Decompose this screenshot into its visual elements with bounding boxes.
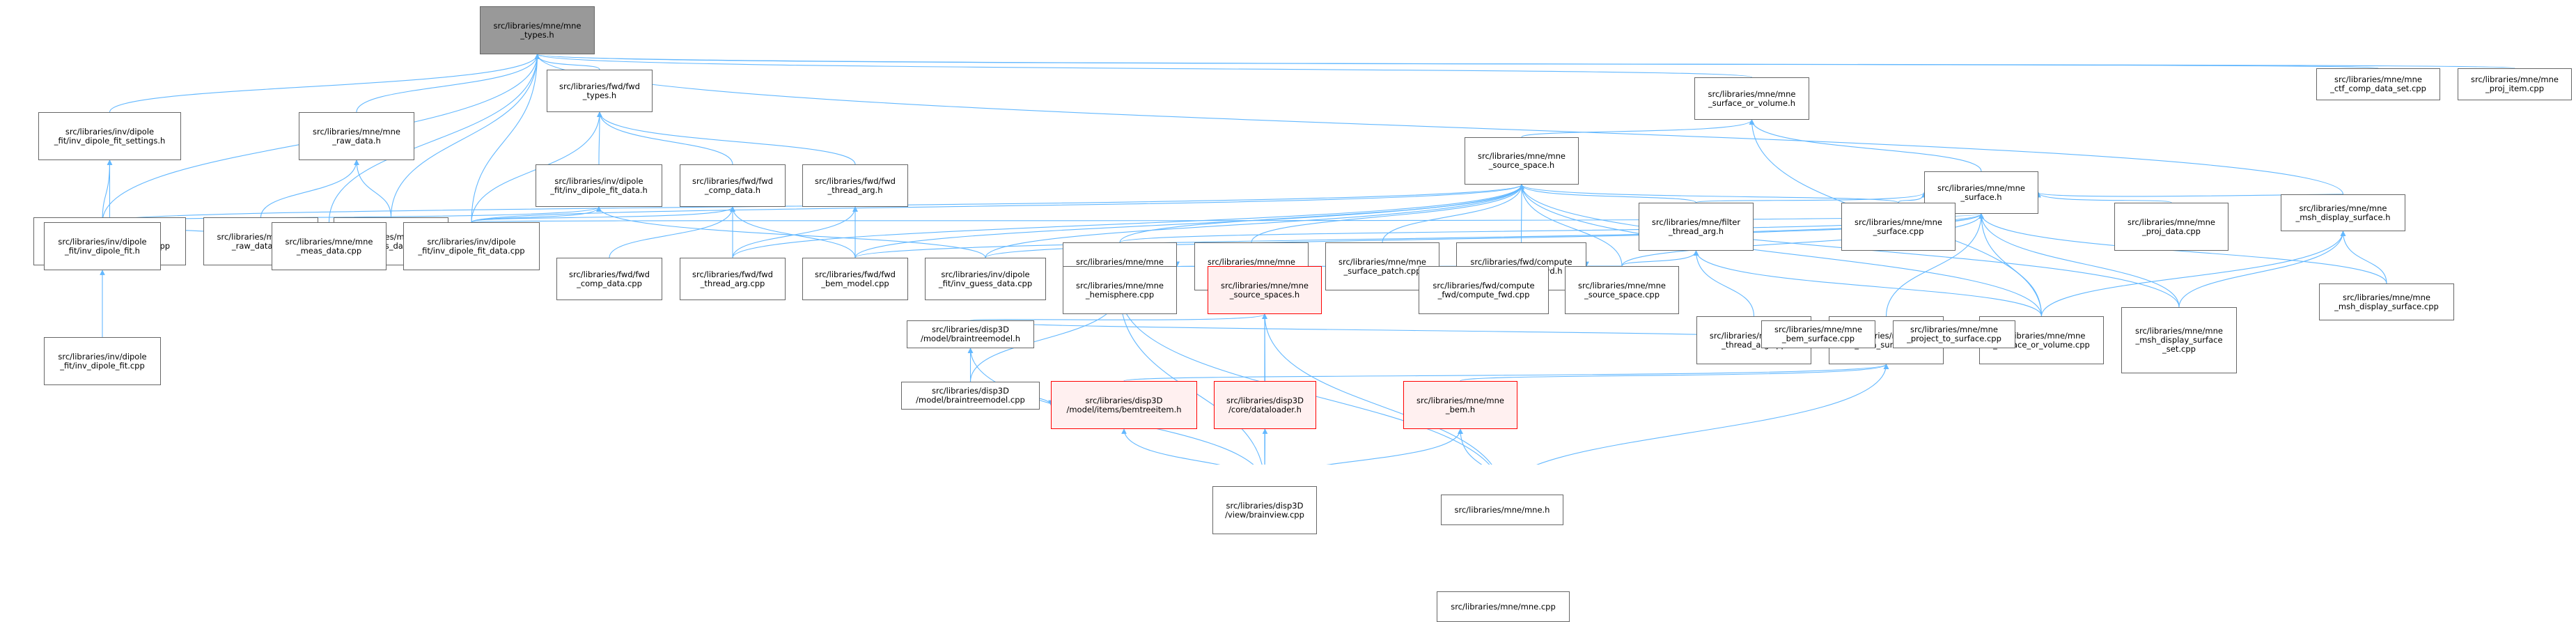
- edge-fwd-thread-arg-cpp-to-mne-source-space-h: [732, 184, 1524, 258]
- edge-brainview-cpp-to-mne-bem-h: [1326, 428, 1463, 465]
- node-fwd-types-h[interactable]: src/libraries/fwd/fwd _types.h: [547, 70, 653, 112]
- node-mne-source-spaces-h[interactable]: src/libraries/mne/mne _source_spaces.h: [1208, 266, 1322, 314]
- edge-mne-meas-data-h-to-mne-raw-data-h: [354, 160, 392, 218]
- edge-mne-surface-cpp-to-mne-surface-h: [1898, 192, 1927, 203]
- edge-mne-meas-data-cpp-to-mne-types-h: [328, 54, 540, 223]
- edge-inv-dipole-fit-h-to-inv-dipole-fit-settings-h: [102, 160, 113, 223]
- edge-bemtreeitem-h-to-mne-bem-surface-h: [1123, 364, 1889, 382]
- edge-mne-surface-or-volume-cpp-to-mne-surface-h: [1978, 213, 2043, 317]
- edge-filter-thread-arg-cpp-to-filter-thread-arg-h: [1693, 250, 1755, 317]
- edge-mne-h-to-mne-bem-surface-h: [1536, 364, 1889, 465]
- edge-mne-bem-surface-h-to-mne-surface-h: [1885, 213, 1984, 317]
- node-mne-cpp[interactable]: src/libraries/mne/mne.cpp: [1437, 591, 1570, 622]
- edge-inv-dipole-fit-data-cpp-to-mne-surface-h: [471, 213, 1983, 223]
- node-fwd-thread-arg-cpp[interactable]: src/libraries/fwd/fwd _thread_arg.cpp: [680, 258, 786, 300]
- node-mne-surface-h[interactable]: src/libraries/mne/mne _surface.h: [1924, 171, 2038, 214]
- edge-mne-raw-data-h-to-mne-types-h: [356, 54, 540, 113]
- node-mne-ctf-comp-data-set-cpp[interactable]: src/libraries/mne/mne _ctf_comp_data_set…: [2316, 68, 2440, 100]
- edge-inv-dipole-fit-data-cpp-to-mne-source-space-h: [471, 184, 1524, 223]
- node-fwd-comp-data-h[interactable]: src/libraries/fwd/fwd _comp_data.h: [680, 164, 786, 207]
- node-mne-hemisphere-cpp[interactable]: src/libraries/mne/mne _hemisphere.cpp: [1063, 266, 1177, 314]
- edge-mne-msh-display-surface-h-to-mne-types-h: [534, 54, 2344, 195]
- node-mne-source-space-cpp[interactable]: src/libraries/mne/mne _source_space.cpp: [1565, 266, 1679, 314]
- edge-fwd-thread-arg-cpp-to-fwd-thread-arg-h: [732, 206, 858, 258]
- edge-mne-source-space-cpp-to-filter-thread-arg-h: [1621, 250, 1699, 267]
- edge-fwd-comp-data-h-to-fwd-types-h: [597, 111, 733, 165]
- node-mne-msh-display-surface-h[interactable]: src/libraries/mne/mne _msh_display_surfa…: [2281, 194, 2405, 231]
- node-inv-dipole-fit-cpp[interactable]: src/libraries/inv/dipole _fit/inv_dipole…: [44, 337, 161, 385]
- edge-inv-guess-data-cpp-to-inv-dipole-fit-data-h: [596, 206, 986, 258]
- edge-mne-surface-cpp-to-mne-source-space-h: [1519, 184, 1899, 203]
- node-mne-source-space-h[interactable]: src/libraries/mne/mne _source_space.h: [1465, 137, 1579, 185]
- edge-fwd-thread-arg-h-to-fwd-types-h: [597, 111, 856, 165]
- edge-mne-source-space-cpp-to-mne-surface-h: [1621, 213, 1984, 267]
- node-inv-dipole-fit-settings-h[interactable]: src/libraries/inv/dipole _fit/inv_dipole…: [38, 112, 181, 160]
- edge-mne-patch-info-cpp-to-mne-source-space-h: [1251, 184, 1524, 243]
- node-fwd-thread-arg-h[interactable]: src/libraries/fwd/fwd _thread_arg.h: [802, 164, 908, 207]
- edge-fwd-comp-data-cpp-to-fwd-comp-data-h: [609, 206, 735, 258]
- node-mne-msh-display-surface-cpp[interactable]: src/libraries/mne/mne _msh_display_surfa…: [2319, 283, 2454, 320]
- edge-filter-thread-arg-h-to-mne-source-space-h: [1519, 184, 1697, 203]
- node-braintreemodel-h[interactable]: src/libraries/disp3D /model/braintreemod…: [907, 320, 1034, 348]
- edge-mne-proj-item-cpp-to-mne-types-h: [535, 54, 2515, 69]
- node-mne-msh-display-surface-set-cpp[interactable]: src/libraries/mne/mne _msh_display_surfa…: [2121, 307, 2237, 373]
- node-dataloader-h[interactable]: src/libraries/disp3D /core/dataloader.h: [1214, 381, 1316, 429]
- edge-mne-proj-data-cpp-to-mne-surface-h: [2036, 192, 2172, 203]
- edge-inv-dipole-fit-data-cpp-to-mne-types-h: [471, 54, 540, 223]
- edge-filter-thread-arg-h-to-mne-surface-h: [1695, 192, 1927, 203]
- edge-inv-dipole-fit-settings-h-to-mne-types-h: [109, 54, 540, 113]
- node-mne-bem-h[interactable]: src/libraries/mne/mne _bem.h: [1403, 381, 1517, 429]
- edge-mne-h-to-mne-hemisphere-h: [1117, 290, 1490, 465]
- edge-mne-surface-or-volume-cpp-to-filter-thread-arg-h: [1693, 250, 2043, 317]
- node-mne-proj-data-cpp[interactable]: src/libraries/mne/mne _proj_data.cpp: [2114, 203, 2228, 251]
- node-mne-surface-cpp[interactable]: src/libraries/mne/mne _surface.cpp: [1841, 203, 1956, 251]
- node-brainview-cpp[interactable]: src/libraries/disp3D /view/brainview.cpp: [1212, 486, 1317, 534]
- edge-mne-msh-display-surface-set-cpp-to-mne-surface-h: [1978, 213, 2180, 308]
- edge-inv-dipole-fit-data-h-to-fwd-types-h: [597, 111, 602, 165]
- node-mne-meas-data-cpp[interactable]: src/libraries/mne/mne _meas_data.cpp: [272, 222, 387, 270]
- edge-brainview-cpp-to-bemtreeitem-h: [1121, 428, 1221, 465]
- edge-braintreemodel-h-to-mne-source-spaces-h: [969, 313, 1267, 321]
- node-braintreemodel-cpp[interactable]: src/libraries/disp3D /model/braintreemod…: [901, 382, 1040, 410]
- edge-mne-msh-display-surface-cpp-to-mne-surface-h: [1978, 213, 2387, 284]
- edge-mne-meas-data-h-to-mne-types-h: [390, 54, 540, 218]
- edge-mne-h-to-mne-source-spaces-h: [1262, 313, 1492, 465]
- edge-mne-source-space-cpp-to-mne-source-space-h: [1519, 184, 1623, 267]
- edge-mne-surface-or-volume-h-to-mne-types-h: [535, 54, 1753, 78]
- node-fwd-comp-data-cpp[interactable]: src/libraries/fwd/fwd _comp_data.cpp: [556, 258, 662, 300]
- node-mne-types-h[interactable]: src/libraries/mne/mne _types.h: [480, 6, 595, 54]
- edge-inv-dipole-fit-data-cpp-to-fwd-comp-data-h: [471, 206, 735, 223]
- edge-mne-surface-or-volume-cpp-to-mne-msh-display-surface-h: [2040, 231, 2346, 317]
- node-mne-h[interactable]: src/libraries/mne/mne.h: [1441, 495, 1563, 525]
- edge-mne-surface-or-volume-cpp-to-mne-source-space-h: [1519, 184, 2043, 317]
- node-mne-project-to-surface-cpp[interactable]: src/libraries/mne/mne _project_to_surfac…: [1893, 320, 2015, 348]
- node-inv-dipole-fit-data-h[interactable]: src/libraries/inv/dipole _fit/inv_dipole…: [536, 164, 662, 207]
- edge-inv-guess-data-cpp-to-mne-source-space-h: [985, 184, 1524, 258]
- node-inv-dipole-fit-h[interactable]: src/libraries/inv/dipole _fit/inv_dipole…: [44, 222, 161, 270]
- edge-mne-bem-h-to-mne-bem-surface-h: [1460, 364, 1889, 382]
- node-inv-guess-data-cpp[interactable]: src/libraries/inv/dipole _fit/inv_guess_…: [925, 258, 1046, 300]
- node-mne-bem-surface-cpp[interactable]: src/libraries/mne/mne _bem_surface.cpp: [1761, 320, 1875, 348]
- node-mne-proj-item-cpp[interactable]: src/libraries/mne/mne _proj_item.cpp: [2458, 68, 2572, 100]
- edge-fwd-types-h-to-mne-types-h: [534, 54, 600, 70]
- node-compute-fwd-cpp[interactable]: src/libraries/fwd/compute _fwd/compute_f…: [1419, 266, 1549, 314]
- node-mne-raw-data-h[interactable]: src/libraries/mne/mne _raw_data.h: [299, 112, 414, 160]
- edge-mne-surface-h-to-mne-surface-or-volume-h: [1749, 119, 1982, 172]
- edge-mne-source-space-h-to-mne-surface-or-volume-h: [1521, 119, 1755, 138]
- include-dependency-graph: src/libraries/mne/mne _types.h src/librar…: [33, 6, 2572, 622]
- edge-mne-raw-data-cpp-to-mne-raw-data-h: [260, 160, 359, 218]
- node-inv-dipole-fit-data-cpp[interactable]: src/libraries/inv/dipole _fit/inv_dipole…: [403, 222, 540, 270]
- edge-mne-msh-display-surface-set-cpp-to-mne-msh-display-surface-h: [2178, 231, 2346, 308]
- node-bemtreeitem-h[interactable]: src/libraries/disp3D /model/items/bemtre…: [1051, 381, 1197, 429]
- edge-mne-hemisphere-h-to-mne-source-space-h: [1119, 184, 1524, 243]
- node-filter-thread-arg-h[interactable]: src/libraries/mne/filter _thread_arg.h: [1639, 203, 1754, 251]
- node-mne-surface-or-volume-h[interactable]: src/libraries/mne/mne _surface_or_volume…: [1694, 77, 1809, 120]
- edge-mne-msh-display-surface-cpp-to-mne-msh-display-surface-h: [2340, 231, 2387, 284]
- node-fwd-bem-model-cpp[interactable]: src/libraries/fwd/fwd _bem_model.cpp: [802, 258, 908, 300]
